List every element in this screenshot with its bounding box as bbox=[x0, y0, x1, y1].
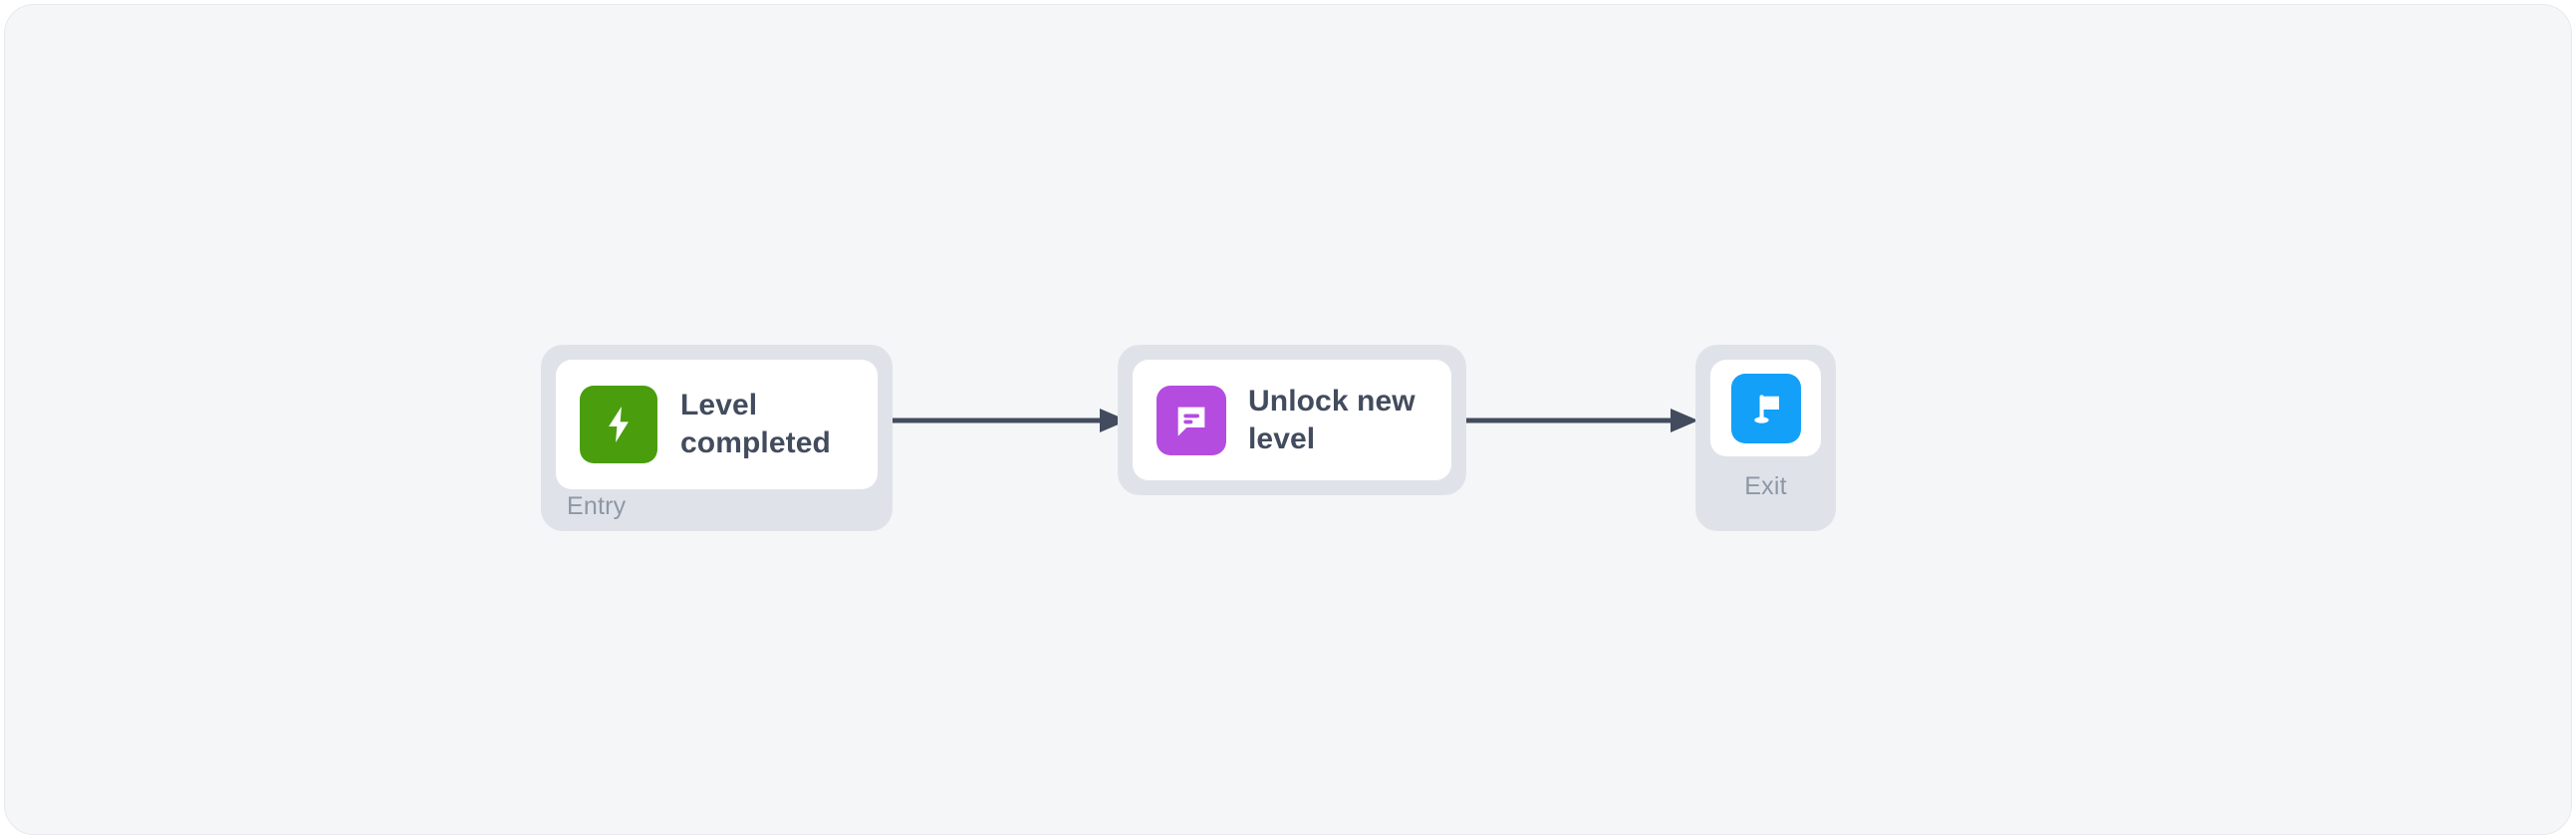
flow-node-action-card[interactable]: Unlock new level bbox=[1133, 360, 1451, 480]
connector-arrowhead bbox=[1671, 409, 1698, 432]
flow-node-entry[interactable]: Level completed Entry bbox=[541, 345, 893, 531]
flow-canvas[interactable]: Level completed Entry Unlock new level bbox=[4, 4, 2572, 835]
connector-entry-to-action[interactable] bbox=[863, 401, 1128, 440]
flow-node-exit[interactable]: Exit bbox=[1695, 345, 1836, 531]
speech-bubble-icon bbox=[1157, 385, 1226, 455]
lightning-bolt-icon bbox=[580, 386, 657, 463]
flow-node-exit-sublabel: Exit bbox=[1744, 472, 1787, 500]
connector-action-to-exit[interactable] bbox=[1437, 401, 1698, 440]
flow-node-exit-card[interactable] bbox=[1710, 360, 1821, 456]
flow-node-entry-title: Level completed bbox=[680, 389, 831, 459]
flow-node-action-title: Unlock new level bbox=[1248, 384, 1416, 455]
connector-arrowhead bbox=[1100, 409, 1128, 432]
flag-icon bbox=[1730, 373, 1801, 443]
flow-node-entry-card[interactable]: Level completed bbox=[556, 360, 878, 489]
flow-node-entry-sublabel: Entry bbox=[567, 492, 627, 520]
flow-node-action[interactable]: Unlock new level bbox=[1118, 345, 1466, 495]
